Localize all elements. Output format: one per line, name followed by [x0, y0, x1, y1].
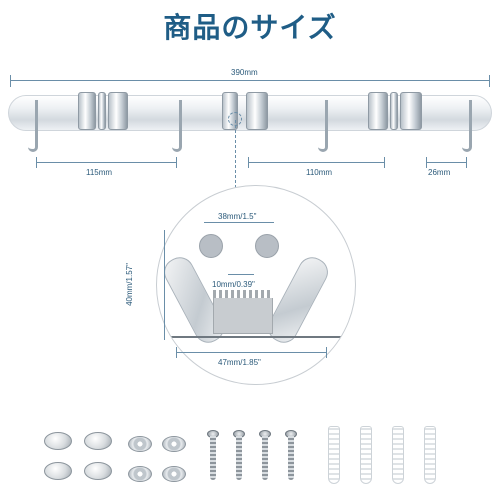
hook-3: [318, 100, 328, 152]
clamp-gap-line: [228, 274, 254, 275]
total-length-tick-left: [10, 75, 11, 87]
washer: [128, 436, 152, 452]
middle-spacing-label: 110mm: [306, 168, 333, 177]
left-spacing-line: [36, 162, 176, 163]
base-plate: [157, 336, 355, 338]
right-clamp-plate: [263, 252, 333, 348]
screw-cap: [84, 432, 112, 450]
wall-anchor: [424, 426, 436, 484]
left-grip-roller: [199, 234, 223, 258]
zoom-pointer-line: [235, 120, 236, 188]
base-width-tick-a: [176, 347, 177, 358]
hook-1: [28, 100, 38, 152]
clamp-3c: [400, 92, 422, 130]
left-spacing-label: 115mm: [86, 168, 113, 177]
right-spacing-line: [426, 162, 466, 163]
screw: [288, 436, 294, 480]
clamp-detail-circle: [156, 185, 356, 385]
washer: [128, 466, 152, 482]
clamp-1: [78, 92, 96, 130]
base-width-tick-b: [326, 347, 327, 358]
wall-anchor: [360, 426, 372, 484]
screw-cap: [84, 462, 112, 480]
clamp-3b: [390, 92, 398, 130]
screw: [236, 436, 242, 480]
base-width-label: 47mm/1.85": [218, 358, 261, 367]
right-spacing-label: 26mm: [428, 168, 451, 177]
right-spacing-tick-a: [426, 157, 427, 168]
clamp-2b: [246, 92, 268, 130]
zoom-pointer-circle: [228, 112, 242, 126]
screw: [262, 436, 268, 480]
total-length-label: 390mm: [228, 68, 261, 77]
wall-anchor: [392, 426, 404, 484]
base-teeth: [213, 290, 273, 298]
total-length-line: [10, 80, 490, 81]
screw-cap: [44, 432, 72, 450]
clamp-gap-label: 10mm/0.39": [212, 280, 255, 289]
washer: [162, 466, 186, 482]
washer: [162, 436, 186, 452]
hook-2: [172, 100, 182, 152]
middle-spacing-tick-a: [248, 157, 249, 168]
middle-spacing-tick-b: [384, 157, 385, 168]
screw-cap: [44, 462, 72, 480]
clamp-1b: [98, 92, 106, 130]
clamp-height-label: 40mm/1.57": [124, 263, 134, 306]
clamp-1c: [108, 92, 128, 130]
left-spacing-tick-a: [36, 157, 37, 168]
total-length-tick-right: [489, 75, 490, 87]
base-width-line: [176, 352, 326, 353]
left-spacing-tick-b: [176, 157, 177, 168]
screw: [210, 436, 216, 480]
page-title: 商品のサイズ: [163, 11, 337, 44]
clamp-height-line: [164, 230, 165, 340]
clamp-width-line: [204, 222, 274, 223]
wall-anchor: [328, 426, 340, 484]
middle-spacing-line: [248, 162, 384, 163]
hook-4: [462, 100, 472, 152]
right-spacing-tick-b: [466, 157, 467, 168]
clamp-3: [368, 92, 388, 130]
clamp-width-label: 38mm/1.5": [218, 212, 257, 221]
rubber-base: [213, 296, 273, 334]
right-grip-roller: [255, 234, 279, 258]
